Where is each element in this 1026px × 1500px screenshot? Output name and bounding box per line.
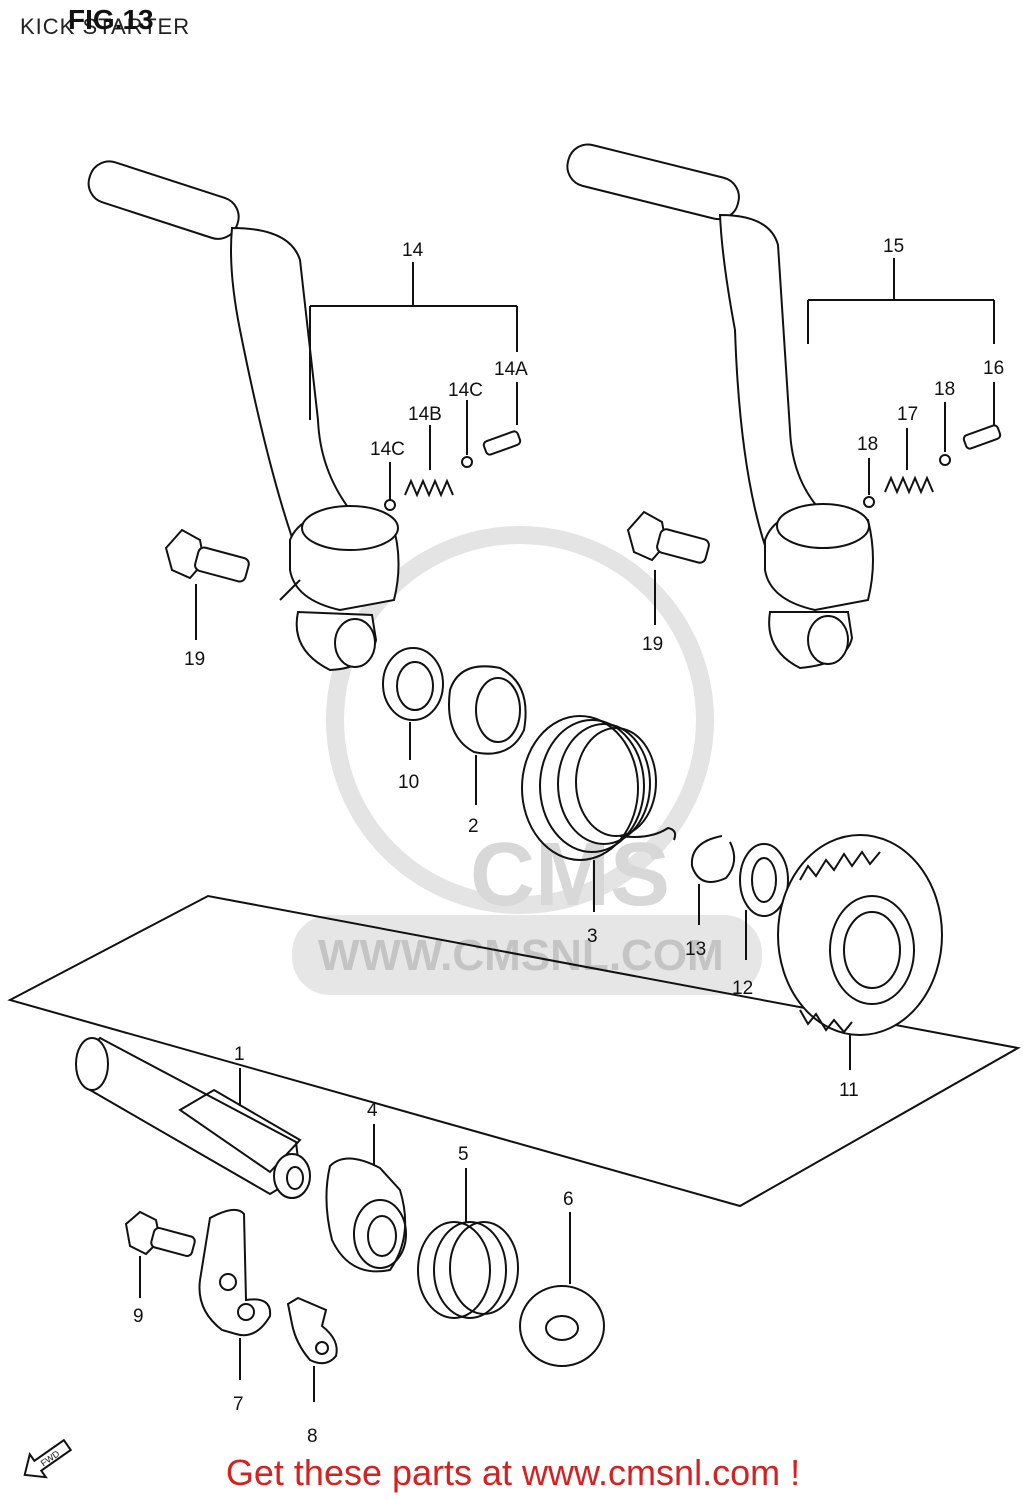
part-label-8: 8 [307,1426,318,1447]
part-label-10: 10 [398,772,419,793]
part-9-bolt [124,1210,196,1257]
part-label-6: 6 [563,1189,574,1210]
part-label-16: 16 [983,358,1004,379]
part-11-gear [777,834,943,1036]
part-label-5: 5 [458,1144,469,1165]
part-4-ratchet [325,1157,407,1273]
part-8-stopper [286,1296,338,1365]
part-2-guide [448,665,527,755]
bolt-19-right [626,510,710,564]
bolt-19-left [164,528,250,583]
part-label-7: 7 [233,1394,244,1415]
part-label-15: 15 [883,236,904,257]
part-label-13: 13 [685,939,706,960]
part-5-spring [417,1221,519,1319]
part-3-spring [521,715,677,861]
part-7-guide-plate [198,1208,272,1337]
part-label-14C-lower: 14C [370,439,405,460]
part-6-washer [519,1285,605,1367]
part-label-4: 4 [367,1100,378,1121]
part-label-2: 2 [468,816,479,837]
part-label-18-upper: 18 [934,379,955,400]
part-13-circlip [690,835,736,883]
part-label-19-right: 19 [642,634,663,655]
part-10-seal [382,647,444,721]
shaft-assembly-outline [7,894,1021,1208]
footer-cta-link[interactable]: Get these parts at www.cmsnl.com ! [225,1452,801,1493]
part-label-14C-upper: 14C [448,380,483,401]
bracket-15 [807,258,995,344]
part-label-12: 12 [732,978,753,999]
kick-lever-right [566,143,874,670]
part-label-18-lower: 18 [857,434,878,455]
part-label-11: 11 [839,1080,859,1101]
part-12-washer [739,843,789,917]
part-label-19-left: 19 [184,649,205,670]
part-1-kick-shaft [75,1036,311,1199]
part-label-17: 17 [897,404,918,425]
part-label-3: 3 [587,926,598,947]
diagram-title: KICK STARTER [20,14,191,39]
part-label-9: 9 [133,1306,144,1327]
part-label-14: 14 [402,240,424,261]
bracket-14 [309,262,518,420]
kick-lever-left [87,160,400,672]
part-label-1: 1 [234,1044,245,1065]
figure-number: FIG.13 [68,4,154,35]
watermark-logo-text: CMS [470,825,670,925]
part-label-14A: 14A [494,359,528,380]
part-label-14B: 14B [408,404,442,425]
